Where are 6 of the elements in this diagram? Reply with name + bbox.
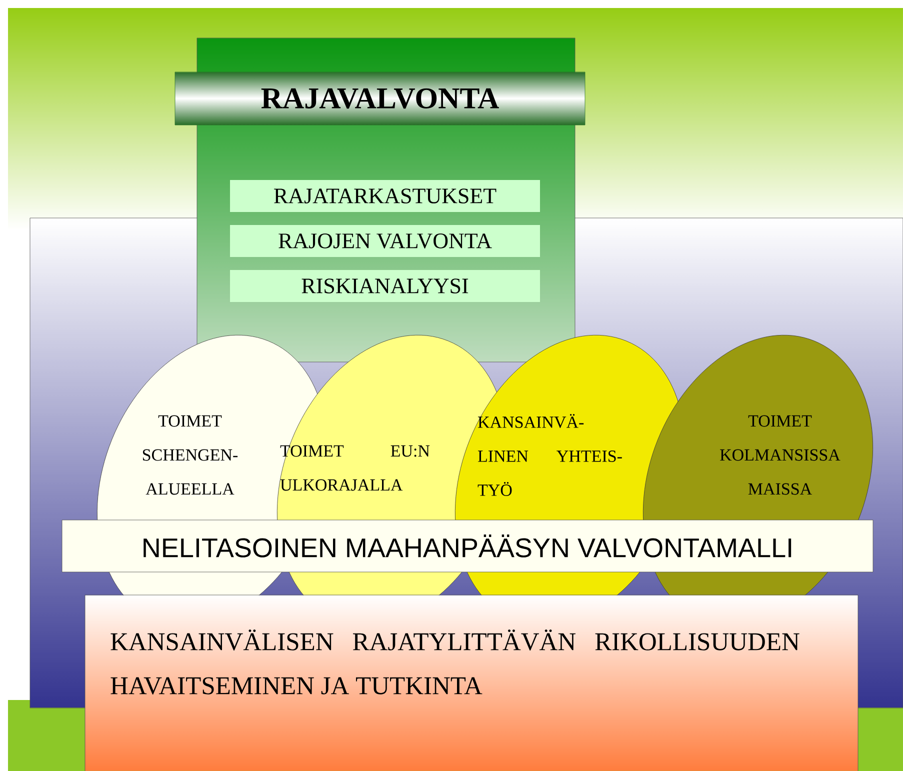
item-box: RAJOJEN VALVONTA (230, 225, 540, 257)
title-band: RAJAVALVONTA (174, 72, 586, 126)
item-box: RISKIANALYYSI (230, 270, 540, 302)
crime-box: KANSAINVÄLISEN RAJATYLITTÄVÄN RIKOLLISUUDEN HAVAITSEMINEN JA TUTKINTA (84, 594, 858, 771)
item-box: RAJATARKASTUKSET (230, 180, 540, 212)
model-band: NELITASOINEN MAAHANPÄÄSYN VALVONTAMALLI (62, 520, 874, 572)
